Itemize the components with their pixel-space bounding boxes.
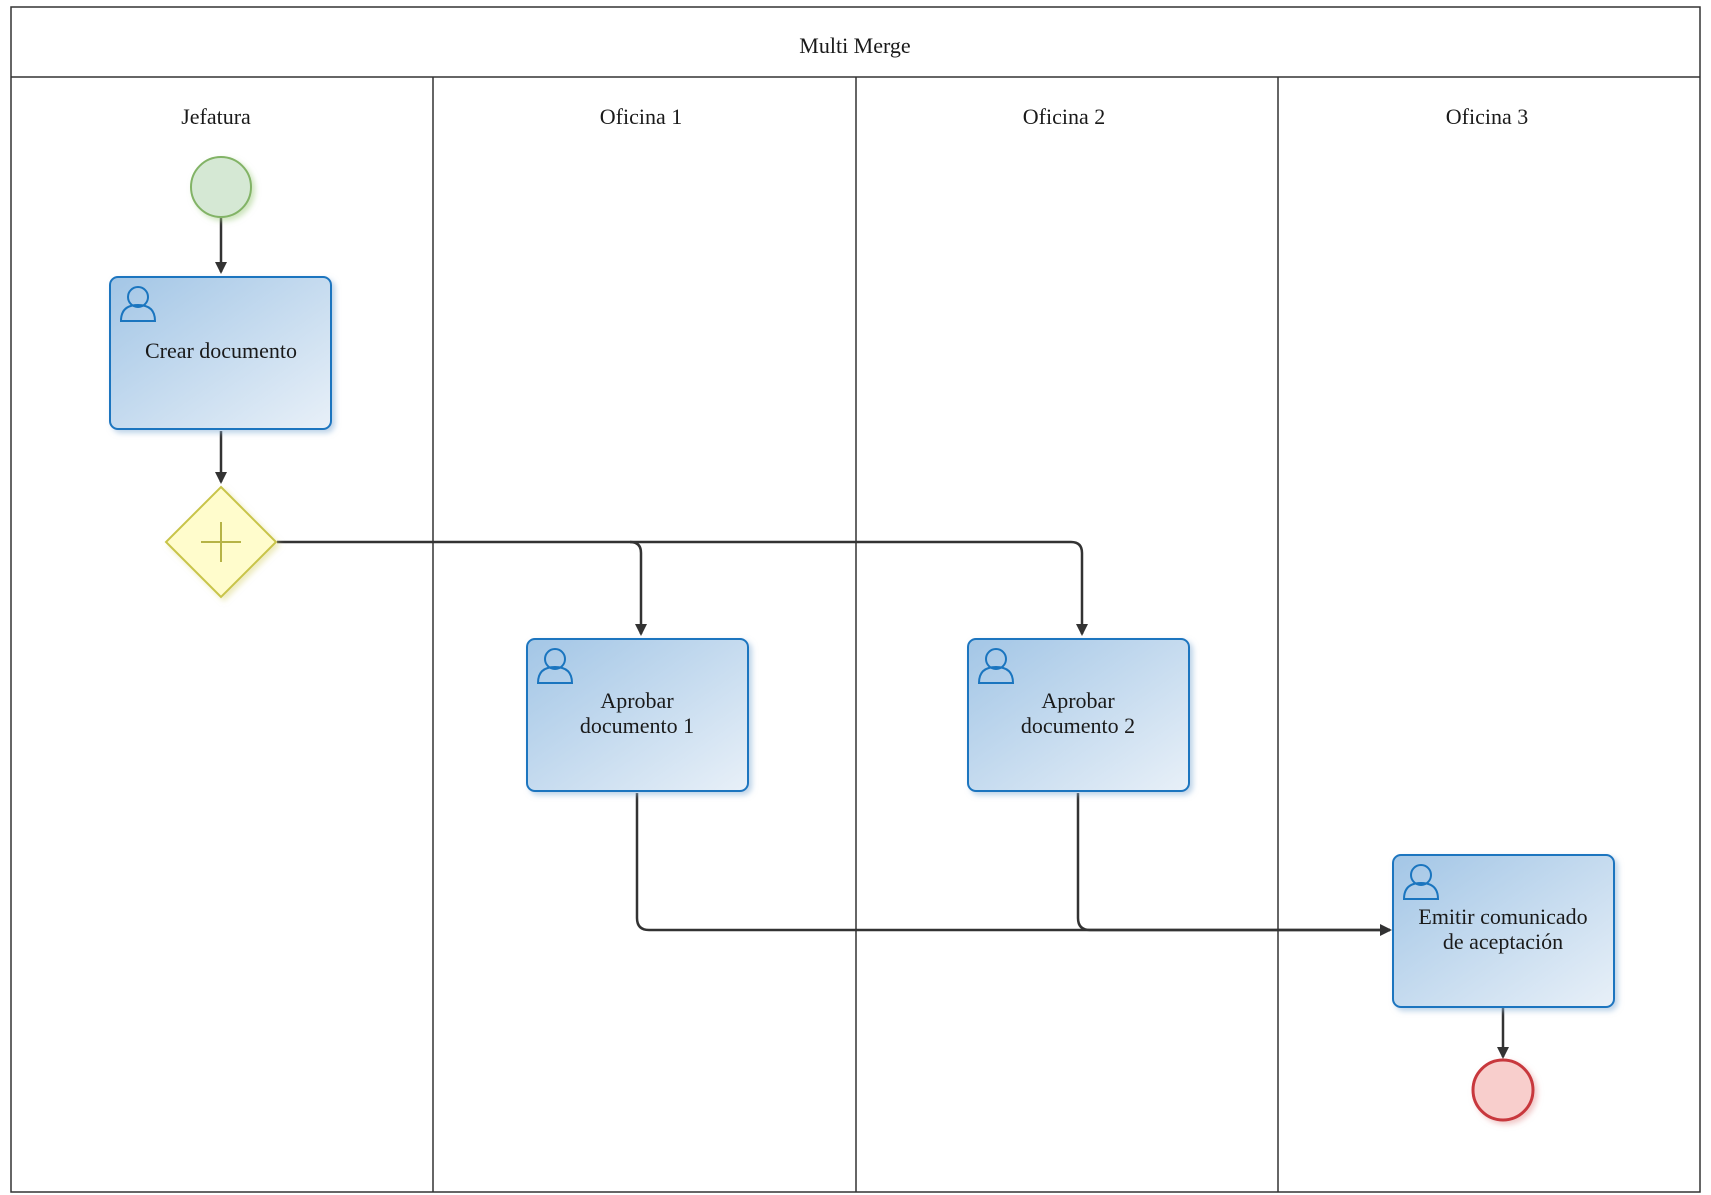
flow-aprobar1-to-emitir	[635, 793, 1392, 936]
end-event[interactable]	[1471, 1058, 1535, 1122]
task-label-line-1: Aprobar	[600, 688, 674, 713]
pool-title: Multi Merge	[799, 33, 910, 58]
task-label-line-2: de aceptación	[1443, 929, 1563, 954]
lane-title-oficina-1: Oficina 1	[600, 104, 682, 129]
lane-title-oficina-3: Oficina 3	[1446, 104, 1528, 129]
parallel-gateway[interactable]	[164, 485, 278, 599]
task-label-line-2: documento 2	[1021, 713, 1135, 738]
start-event[interactable]	[190, 156, 252, 218]
flow-aprobar2-to-emitir	[1076, 793, 1390, 932]
task-label-line-1: Emitir comunicado	[1418, 904, 1587, 929]
task-aprobar-documento-1[interactable]: Aprobar documento 1	[526, 638, 749, 792]
task-crear-documento[interactable]: Crear documento	[109, 276, 332, 430]
task-label-line-1: Aprobar	[1041, 688, 1115, 713]
task-label-line-2: documento 1	[580, 713, 694, 738]
lanes: Jefatura Oficina 1 Oficina 2 Oficina 3	[181, 77, 1528, 1192]
sequence-flows	[215, 218, 1509, 1059]
user-icon	[536, 648, 574, 684]
user-icon	[119, 286, 157, 322]
lane-title-jefatura: Jefatura	[181, 104, 251, 129]
plus-icon	[201, 522, 241, 562]
user-icon	[977, 648, 1015, 684]
user-icon	[1402, 864, 1440, 900]
task-aprobar-documento-2[interactable]: Aprobar documento 2	[967, 638, 1190, 792]
flow-gateway-to-aprobar2	[630, 540, 1088, 636]
lane-title-oficina-2: Oficina 2	[1023, 104, 1105, 129]
task-emitir-comunicado[interactable]: Emitir comunicado de aceptación	[1392, 854, 1615, 1008]
task-label: Crear documento	[145, 338, 297, 363]
